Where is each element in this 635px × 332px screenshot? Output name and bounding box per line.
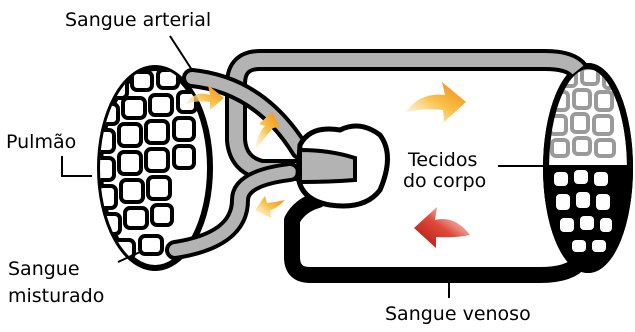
red-flow-arrow	[414, 207, 470, 248]
arterial-vessel	[236, 60, 578, 170]
orange-flow-arrow	[406, 82, 466, 122]
label-tecidos: Tecidos	[407, 149, 477, 171]
orange-flow-arrow	[255, 196, 285, 218]
tissues-organ	[540, 66, 635, 275]
label-sangue-arterial: Sangue arterial	[65, 9, 211, 31]
heart	[298, 126, 388, 206]
label-sangue-venoso: Sangue venoso	[385, 303, 531, 325]
label-sangue: Sangue	[8, 258, 80, 280]
label-pulmao: Pulmão	[6, 131, 76, 153]
label-misturado: misturado	[8, 285, 104, 307]
label-do-corpo: do corpo	[403, 170, 486, 192]
